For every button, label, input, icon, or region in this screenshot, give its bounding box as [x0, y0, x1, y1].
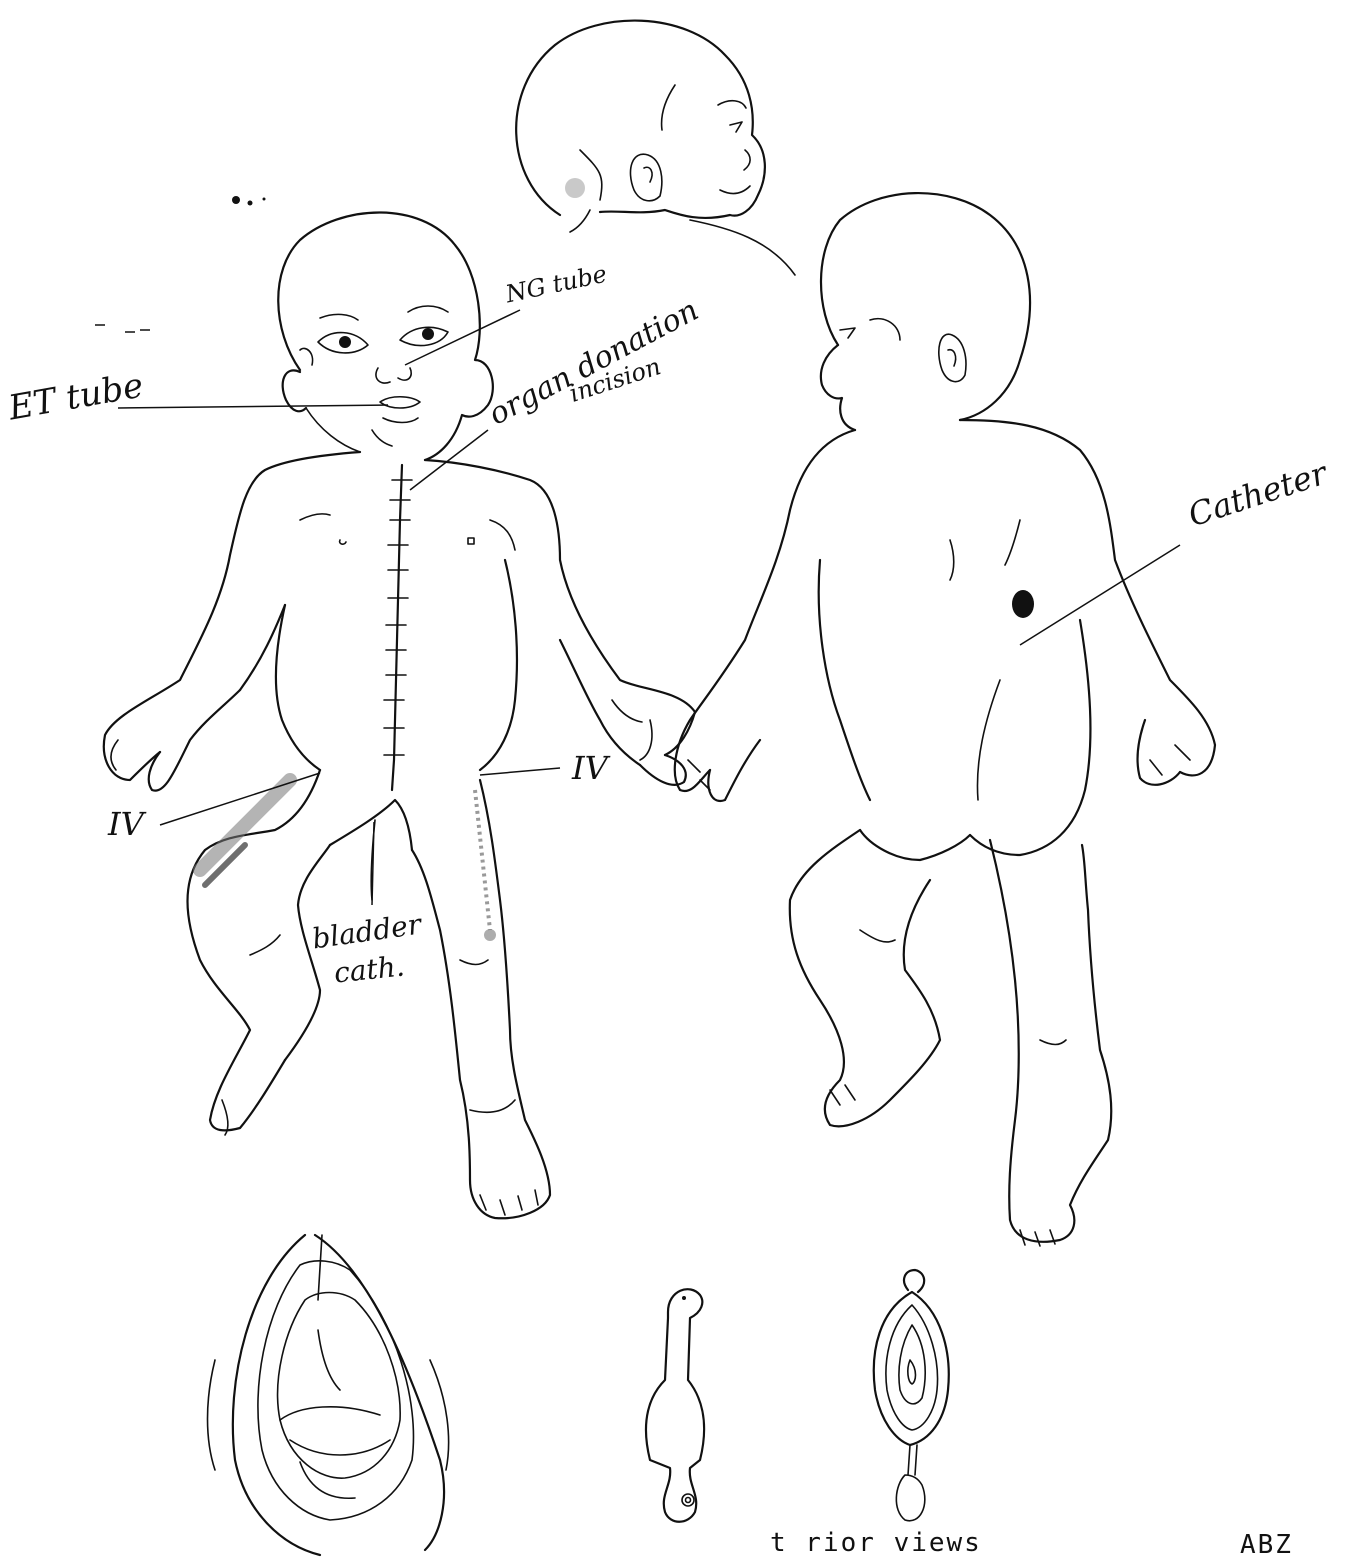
iv-right-label: IV — [572, 752, 608, 784]
male-genitalia-detail — [646, 1289, 704, 1522]
oral-cavity-detail — [208, 1235, 449, 1555]
views-caption: t rior views — [770, 1530, 982, 1556]
female-genitalia-detail — [874, 1270, 949, 1521]
ng-tube-leader — [405, 310, 520, 365]
bladder-cath-label: cath. — [333, 952, 406, 987]
lateral-head-view — [516, 21, 795, 275]
iv-left-label: IV — [108, 808, 144, 840]
iv-left-leader — [160, 773, 320, 825]
page-code: ABZ — [1240, 1532, 1293, 1558]
et-tube-leader — [118, 405, 388, 408]
iv-right-leader — [480, 768, 560, 775]
catheter-leader — [1020, 545, 1180, 645]
bladder-cath-leader — [372, 822, 374, 905]
posterior-body-view — [675, 193, 1215, 1246]
organ-donation-leader — [410, 430, 488, 490]
